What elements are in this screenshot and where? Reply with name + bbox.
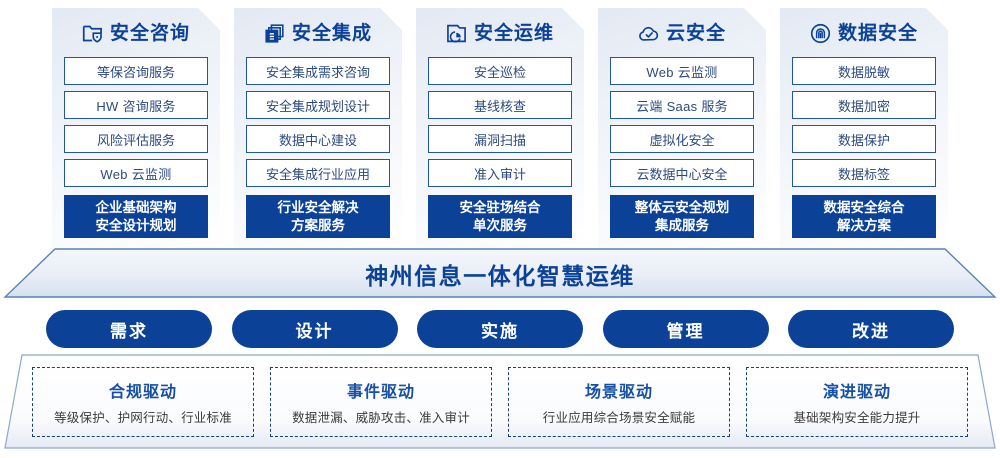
driver-list: 合规驱动 等级保护、护网行动、行业标准 事件驱动 数据泄漏、威胁攻击、准入审计 …	[0, 354, 1000, 450]
phase-pill-improvement[interactable]: 改进	[788, 310, 954, 348]
phase-pill-management[interactable]: 管理	[602, 310, 769, 348]
service-item[interactable]: 数据标签	[792, 159, 936, 187]
driver-card-compliance[interactable]: 合规驱动 等级保护、护网行动、行业标准	[32, 367, 254, 437]
capability-panel-security-operations[interactable]: 安全运维 安全巡检 基线核查 漏洞扫描 准入审计 安全驻场结合 单次服务	[416, 8, 584, 250]
panel-summary: 安全驻场结合 单次服务	[428, 195, 572, 238]
fingerprint-icon	[810, 23, 831, 44]
summary-line: 行业安全解决	[277, 199, 359, 215]
capability-panel-data-security[interactable]: 数据安全 数据脱敏 数据加密 数据保护 数据标签 数据安全综合 解决方案	[780, 8, 948, 250]
capability-panel-security-consulting[interactable]: 安全咨询 等保咨询服务 HW 咨询服务 风险评估服务 Web 云监测 企业基础架…	[52, 8, 220, 250]
panel-title: 安全集成	[291, 22, 372, 44]
driver-title: 场景驱动	[584, 384, 653, 401]
panel-title: 数据安全	[837, 22, 918, 44]
panel-summary: 数据安全综合 解决方案	[792, 195, 936, 238]
service-item[interactable]: 等保咨询服务	[64, 57, 208, 85]
service-item[interactable]: Web 云监测	[64, 159, 208, 187]
service-item[interactable]: 漏洞扫描	[428, 125, 572, 153]
service-item[interactable]: 准入审计	[428, 159, 572, 187]
driver-title: 演进驱动	[822, 384, 891, 401]
panel-header: 安全集成	[264, 18, 372, 48]
summary-line: 安全设计规划	[95, 217, 177, 233]
driver-card-scenario[interactable]: 场景驱动 行业应用综合场景安全赋能	[508, 367, 730, 437]
service-item[interactable]: 基线核查	[428, 91, 572, 119]
driver-card-evolution[interactable]: 演进驱动 基础架构安全能力提升	[746, 367, 968, 437]
driver-subtitle: 基础架构安全能力提升	[793, 411, 921, 425]
service-item[interactable]: 安全集成规划设计	[246, 91, 390, 119]
panel-summary: 整体云安全规划 集成服务	[610, 195, 754, 238]
panel-header: 安全咨询	[82, 18, 190, 48]
platform-banner: 神州信息一体化智慧运维	[0, 248, 1000, 300]
service-item[interactable]: 数据加密	[792, 91, 936, 119]
service-item[interactable]: 云端 Saas 服务	[610, 91, 754, 119]
panel-summary: 企业基础架构 安全设计规划	[64, 195, 208, 238]
summary-line: 企业基础架构	[95, 199, 177, 215]
capability-panel-security-integration[interactable]: 安全集成 安全集成需求咨询 安全集成规划设计 数据中心建设 安全集成行业应用 行…	[234, 8, 402, 250]
summary-line: 安全驻场结合	[459, 199, 541, 215]
service-item[interactable]: 虚拟化安全	[610, 125, 754, 153]
folder-shield-icon	[82, 23, 103, 44]
panel-header: 数据安全	[810, 18, 918, 48]
phase-pill-design[interactable]: 设计	[231, 310, 398, 348]
banner-trapezoid-shape	[3, 248, 997, 298]
driver-band: 合规驱动 等级保护、护网行动、行业标准 事件驱动 数据泄漏、威胁攻击、准入审计 …	[0, 354, 1000, 450]
driver-title: 事件驱动	[346, 384, 415, 401]
phase-pill-implementation[interactable]: 实施	[417, 310, 583, 348]
panel-header: 云安全	[638, 18, 726, 48]
panel-title: 云安全	[665, 22, 726, 44]
summary-line: 集成服务	[655, 217, 709, 233]
driver-subtitle: 数据泄漏、威胁攻击、准入审计	[292, 411, 470, 425]
service-item[interactable]: 数据保护	[792, 125, 936, 153]
driver-subtitle: 等级保护、护网行动、行业标准	[54, 411, 232, 425]
service-item[interactable]: 云数据中心安全	[610, 159, 754, 187]
service-item[interactable]: 数据中心建设	[246, 125, 390, 153]
monitor-chart-icon	[446, 23, 467, 44]
phase-pill-requirement[interactable]: 需求	[46, 310, 212, 348]
service-item[interactable]: Web 云监测	[610, 57, 754, 85]
service-item[interactable]: 风险评估服务	[64, 125, 208, 153]
summary-line: 方案服务	[291, 217, 345, 233]
driver-subtitle: 行业应用综合场景安全赋能	[542, 411, 696, 425]
cloud-check-icon	[638, 23, 659, 44]
summary-line: 数据安全综合	[823, 199, 905, 215]
summary-line: 单次服务	[473, 217, 527, 233]
band-trapezoid-shape	[4, 354, 996, 449]
service-item[interactable]: 安全集成行业应用	[246, 159, 390, 187]
service-item[interactable]: 安全巡检	[428, 57, 572, 85]
service-item[interactable]: 数据脱敏	[792, 57, 936, 85]
panel-title: 安全运维	[473, 22, 554, 44]
summary-line: 解决方案	[837, 217, 891, 233]
stacked-documents-icon	[264, 23, 285, 44]
panel-header: 安全运维	[446, 18, 554, 48]
banner-title: 神州信息一体化智慧运维	[365, 263, 635, 289]
panel-summary: 行业安全解决 方案服务	[246, 195, 390, 238]
capability-panel-row: 安全咨询 等保咨询服务 HW 咨询服务 风险评估服务 Web 云监测 企业基础架…	[0, 8, 1000, 250]
summary-line: 整体云安全规划	[634, 199, 730, 215]
panel-title: 安全咨询	[109, 22, 190, 44]
phase-pill-row: 需求 设计 实施 管理 改进	[0, 310, 1000, 348]
capability-panel-cloud-security[interactable]: 云安全 Web 云监测 云端 Saas 服务 虚拟化安全 云数据中心安全 整体云…	[598, 8, 766, 250]
driver-title: 合规驱动	[108, 384, 177, 401]
service-item[interactable]: HW 咨询服务	[64, 91, 208, 119]
service-item[interactable]: 安全集成需求咨询	[246, 57, 390, 85]
driver-card-incident[interactable]: 事件驱动 数据泄漏、威胁攻击、准入审计	[270, 367, 492, 437]
